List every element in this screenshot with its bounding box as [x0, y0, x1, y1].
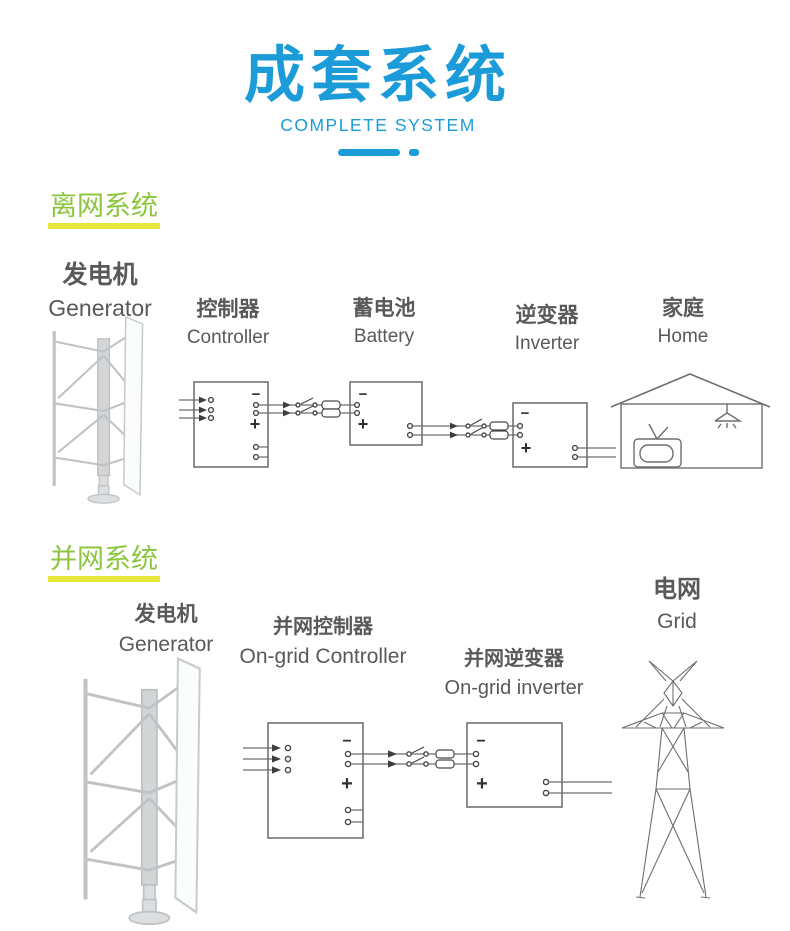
label-ongrid-controller: 并网控制器 On-grid Controller [213, 615, 433, 670]
divider-bar-icon [337, 148, 400, 156]
inverter-to-grid-wires [549, 781, 612, 794]
ongrid-controller-input-arrows [243, 744, 292, 774]
offgrid-circuit: − + − + [179, 373, 771, 469]
header: 成套系统 COMPLETE SYSTEM [0, 40, 756, 156]
section-ongrid-heading: 并网系统 [48, 544, 160, 582]
label-en: Controller [186, 327, 270, 349]
label-en: On-grid Controller [239, 645, 407, 668]
section-ongrid-heading-text: 并网系统 [50, 544, 158, 574]
label-en: Grid [657, 610, 697, 633]
label-en: Home [657, 326, 709, 348]
minus-sign: − [476, 733, 485, 750]
controller-input-arrows [179, 396, 215, 422]
label-zh: 并网逆变器 [464, 648, 564, 670]
minus-sign: − [252, 386, 261, 403]
plus-sign: + [358, 414, 369, 434]
label-zh: 蓄电池 [352, 297, 416, 320]
label-ongrid-generator: 发电机 Generator [56, 602, 276, 659]
lamp-icon [714, 404, 743, 429]
label-offgrid-generator: 发电机 Generator [0, 260, 210, 324]
minus-sign: − [521, 405, 530, 422]
controller-box: − + [193, 381, 269, 468]
label-en: Inverter [514, 333, 580, 355]
ongrid-controller-to-inverter-wires [351, 746, 473, 769]
label-offgrid-inverter: 逆变器 Inverter [437, 303, 657, 357]
offgrid-wind-turbine-icon [52, 315, 145, 505]
ongrid-inverter-box: − + [466, 722, 563, 808]
label-zh: 电网 [653, 576, 701, 603]
plus-sign: + [250, 414, 261, 434]
plus-sign: + [521, 438, 532, 458]
label-offgrid-controller: 控制器 Controller [118, 297, 338, 351]
minus-sign: − [342, 733, 351, 750]
minus-sign: − [359, 386, 368, 403]
label-offgrid-home: 家庭 Home [573, 296, 790, 350]
label-zh: 发电机 [134, 603, 198, 626]
plus-sign: + [476, 773, 488, 795]
label-ongrid-grid: 电网 Grid [567, 575, 787, 635]
controller-to-battery-wires [259, 397, 354, 418]
section-offgrid-heading: 离网系统 [48, 191, 160, 229]
house-icon [610, 373, 771, 469]
section-offgrid-heading-text: 离网系统 [50, 191, 158, 221]
ongrid-controller-box: − + [267, 722, 364, 839]
ongrid-circuit: − + − + [243, 660, 725, 899]
label-zh: 家庭 [662, 297, 704, 320]
tv-icon [633, 423, 682, 468]
inverter-box: − + [512, 402, 588, 468]
label-ongrid-inverter: 并网逆变器 On-grid inverter [404, 647, 624, 701]
page-title: 成套系统 [243, 41, 512, 109]
title-divider [0, 148, 756, 156]
plus-sign: + [341, 773, 353, 795]
label-zh: 逆变器 [515, 304, 579, 327]
label-en: Battery [353, 326, 415, 348]
label-en: Generator [48, 295, 152, 322]
label-zh: 发电机 [62, 261, 138, 289]
battery-box: − + [349, 381, 423, 446]
label-offgrid-battery: 蓄电池 Battery [274, 296, 494, 350]
battery-to-inverter-wires [413, 418, 517, 440]
label-zh: 并网控制器 [273, 616, 373, 638]
page-subtitle: COMPLETE SYSTEM [280, 114, 476, 135]
ongrid-wind-turbine-icon [86, 659, 200, 925]
label-en: Generator [118, 633, 214, 657]
label-zh: 控制器 [196, 298, 260, 321]
grid-tower-icon [621, 660, 725, 899]
divider-dot-icon [408, 148, 419, 156]
inverter-to-home-wires [578, 447, 616, 458]
label-en: On-grid inverter [444, 677, 584, 699]
